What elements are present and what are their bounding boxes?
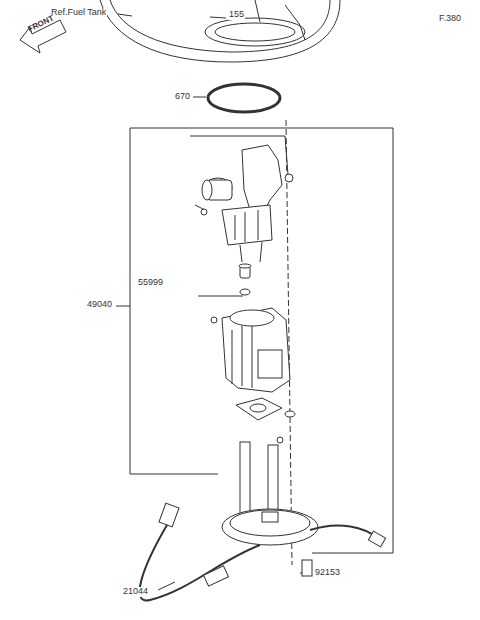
callout-number: 670 (174, 92, 191, 102)
pump-upper (201, 145, 293, 262)
fuel-tank-outline (100, 0, 340, 62)
leader-lines (116, 128, 393, 590)
callout-number: 155 (228, 10, 245, 20)
callout-number: 55999 (137, 278, 164, 288)
callout-number: Ref.Fuel Tank (50, 8, 107, 18)
callout-number: F.380 (438, 14, 462, 24)
pump-body (222, 308, 290, 392)
direction-label: FRONT (26, 14, 56, 35)
o-ring (193, 84, 280, 112)
callout-number: 21044 (122, 587, 149, 597)
callout-number: 49040 (86, 300, 113, 310)
callout-number: 92153 (314, 568, 341, 578)
pump-filter (236, 398, 295, 420)
wire-harness (140, 503, 386, 600)
